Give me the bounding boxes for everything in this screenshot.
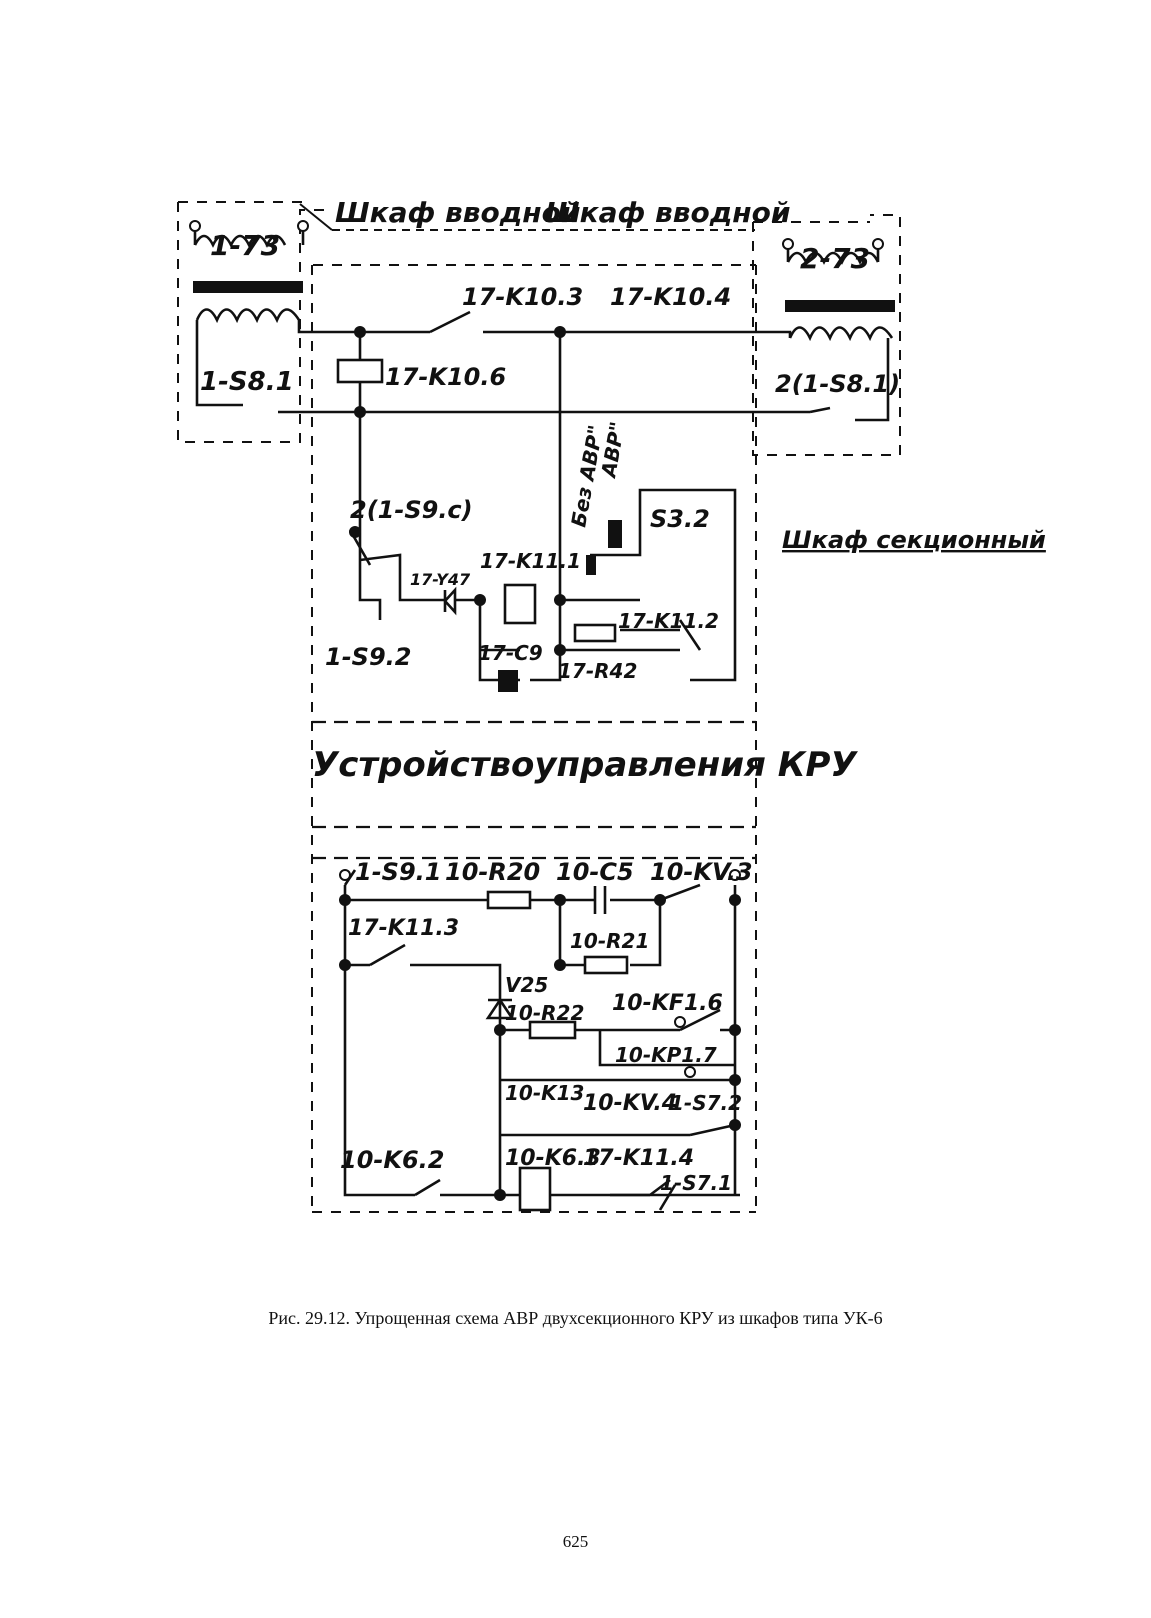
control-block <box>312 720 756 860</box>
label-s81: 1-S8.1 <box>200 367 294 397</box>
label-y47: 17-Y47 <box>410 570 471 589</box>
label-v25: V25 <box>505 973 548 997</box>
k63-coil <box>518 1166 552 1212</box>
s9-branch <box>348 529 457 620</box>
transformer-1-sec <box>195 308 360 414</box>
label-r21: 10-R21 <box>570 929 649 953</box>
ctrl-left-rail <box>343 885 740 1197</box>
label-k106: 17-K10.6 <box>385 363 506 391</box>
transformer-1 <box>193 230 305 248</box>
label-s32: S3.2 <box>650 505 710 533</box>
label-k114: 17-K11.4 <box>583 1146 694 1171</box>
label-s81b: 2(1-S8.1) <box>775 370 900 398</box>
label-k63: 10-K6.3 <box>505 1146 601 1171</box>
transformer-1-core <box>193 281 303 293</box>
cabinet-borders <box>177 201 901 1213</box>
label-kv4: 10-KV.4 <box>583 1091 677 1116</box>
label-k62: 10-K6.2 <box>340 1146 444 1174</box>
label-c9: 17-C9 <box>478 641 543 665</box>
label-s72: 1-S7.2 <box>670 1091 742 1115</box>
label-k104: 17-K10.4 <box>610 283 731 311</box>
c5-capacitor <box>593 886 607 914</box>
c9-capacitor <box>498 670 518 692</box>
label-r22: 10-R22 <box>505 1001 584 1025</box>
label-t2: 2-73 <box>800 242 870 275</box>
terminal-rings <box>189 220 884 1078</box>
r22-resistor <box>528 1020 577 1040</box>
s32-contact-2 <box>586 555 596 575</box>
v25-diode <box>485 997 515 1020</box>
label-s9c: 2(1-S9.c) <box>350 496 473 524</box>
cabinet-right-border <box>752 214 901 456</box>
label-r20: 10-R20 <box>445 858 540 886</box>
label-control: Устройствоуправления КРУ <box>312 745 858 785</box>
label-cab-in-2: Шкаф вводной <box>545 196 791 229</box>
label-c5: 10-C5 <box>556 858 634 886</box>
figure-caption: Рис. 29.12. Упрощенная схема АВР двухсек… <box>268 1308 883 1328</box>
cabinet-leader-left <box>299 203 333 231</box>
label-kp17: 10-KP1.7 <box>615 1043 717 1067</box>
label-k113: 17-K11.3 <box>348 916 459 941</box>
r42-resistor <box>573 623 617 643</box>
bus-bottom <box>360 406 831 414</box>
label-t1: 1-73 <box>210 229 280 262</box>
label-k13: 10-K13 <box>505 1081 584 1105</box>
bus-top <box>360 310 675 410</box>
label-k103: 17-K10.3 <box>462 283 583 311</box>
wiring <box>193 230 895 1212</box>
kp17 <box>598 1030 735 1067</box>
label-k112: 17-K11.2 <box>618 609 719 633</box>
k11-network <box>455 598 702 682</box>
k111-coil <box>503 583 537 625</box>
k13-row <box>500 1078 736 1137</box>
label-k111: 17-K11.1 <box>480 549 581 573</box>
transformer-2-core <box>785 300 895 312</box>
label-s92: 1-S9.2 <box>325 643 411 671</box>
label-kf16: 10-KF1.6 <box>612 991 723 1016</box>
transformer-2 <box>786 248 880 265</box>
label-s91: 1-S9.1 <box>355 858 441 886</box>
transformer-2-sec <box>675 326 894 422</box>
r22-branch <box>498 1008 735 1195</box>
label-cab-sec: Шкаф секционный <box>782 526 1046 554</box>
cabinet-left-border <box>177 201 330 443</box>
s71 <box>610 1178 677 1211</box>
r20-resistor <box>486 890 532 910</box>
label-s71: 1-S7.1 <box>660 1171 732 1195</box>
label-r42: 17-R42 <box>558 659 637 683</box>
k106-coil <box>336 358 384 384</box>
r21-resistor <box>583 955 629 975</box>
labels: Шкаф вводной Шкаф вводной Шкаф секционны… <box>200 196 1046 1195</box>
page-number: 625 <box>562 1532 589 1551</box>
label-cab-in-1: Шкаф вводной <box>335 196 581 229</box>
s32-contact <box>608 520 622 548</box>
nodes <box>339 326 741 1201</box>
label-kv3: 10-KV.3 <box>650 858 753 886</box>
